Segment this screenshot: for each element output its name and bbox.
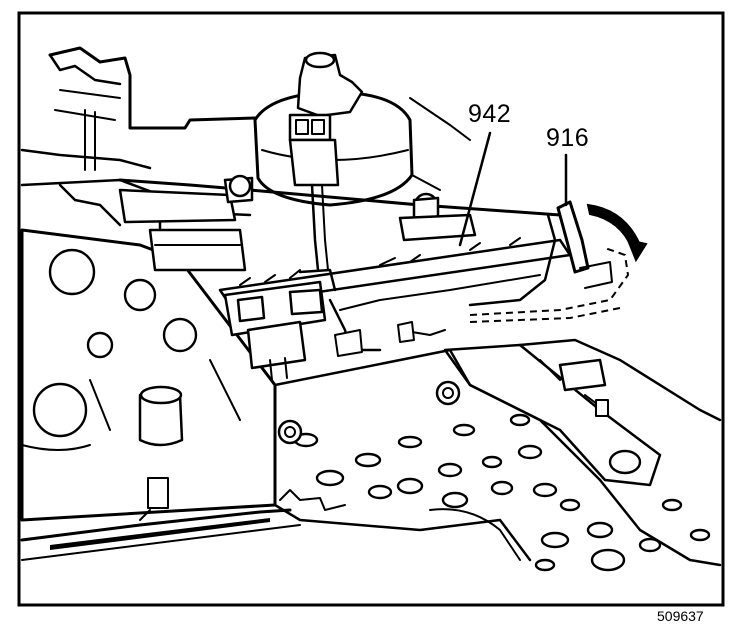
wiring-harness-942 <box>218 237 572 381</box>
separator-plate <box>273 348 722 572</box>
callout-916: 916 <box>546 124 590 152</box>
leader-lines <box>458 131 568 247</box>
callout-942: 942 <box>468 100 512 128</box>
bolts <box>277 380 461 445</box>
figure-number: 509637 <box>657 608 704 624</box>
direction-arrow <box>586 203 648 263</box>
lower-plate-edge <box>20 508 301 561</box>
solenoid-connector <box>288 113 340 272</box>
connector-916 <box>468 200 630 323</box>
upper-left-casting <box>20 46 257 171</box>
right-bracket <box>443 338 722 487</box>
main-casting-body <box>118 174 562 272</box>
